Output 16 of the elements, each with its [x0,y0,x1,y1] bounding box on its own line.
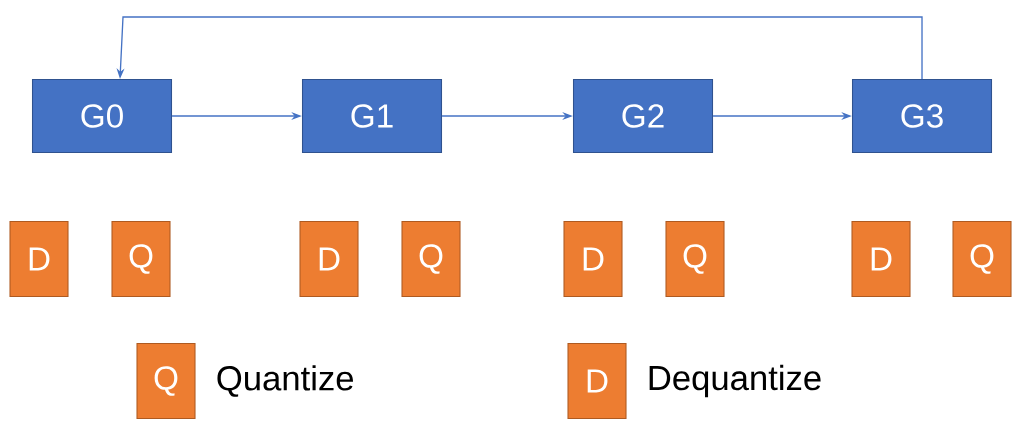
operator-box: Q [952,220,1012,298]
stage-box: G3 [851,78,993,154]
operator-box: Q [111,220,171,298]
operator-box: D [567,342,627,420]
operator-box: D [9,220,69,298]
operator-box: D [851,220,911,298]
stage-box: G2 [572,78,714,154]
stage-box: G0 [31,78,173,154]
stage-box: G1 [301,78,443,154]
operator-box: D [299,220,359,298]
operator-box: Q [401,220,461,298]
operator-box: Q [665,220,725,298]
node-caption: Quantize [217,365,353,397]
operator-box: D [563,220,623,298]
node-caption: Dequantize [649,364,821,398]
operator-box: Q [136,342,196,420]
